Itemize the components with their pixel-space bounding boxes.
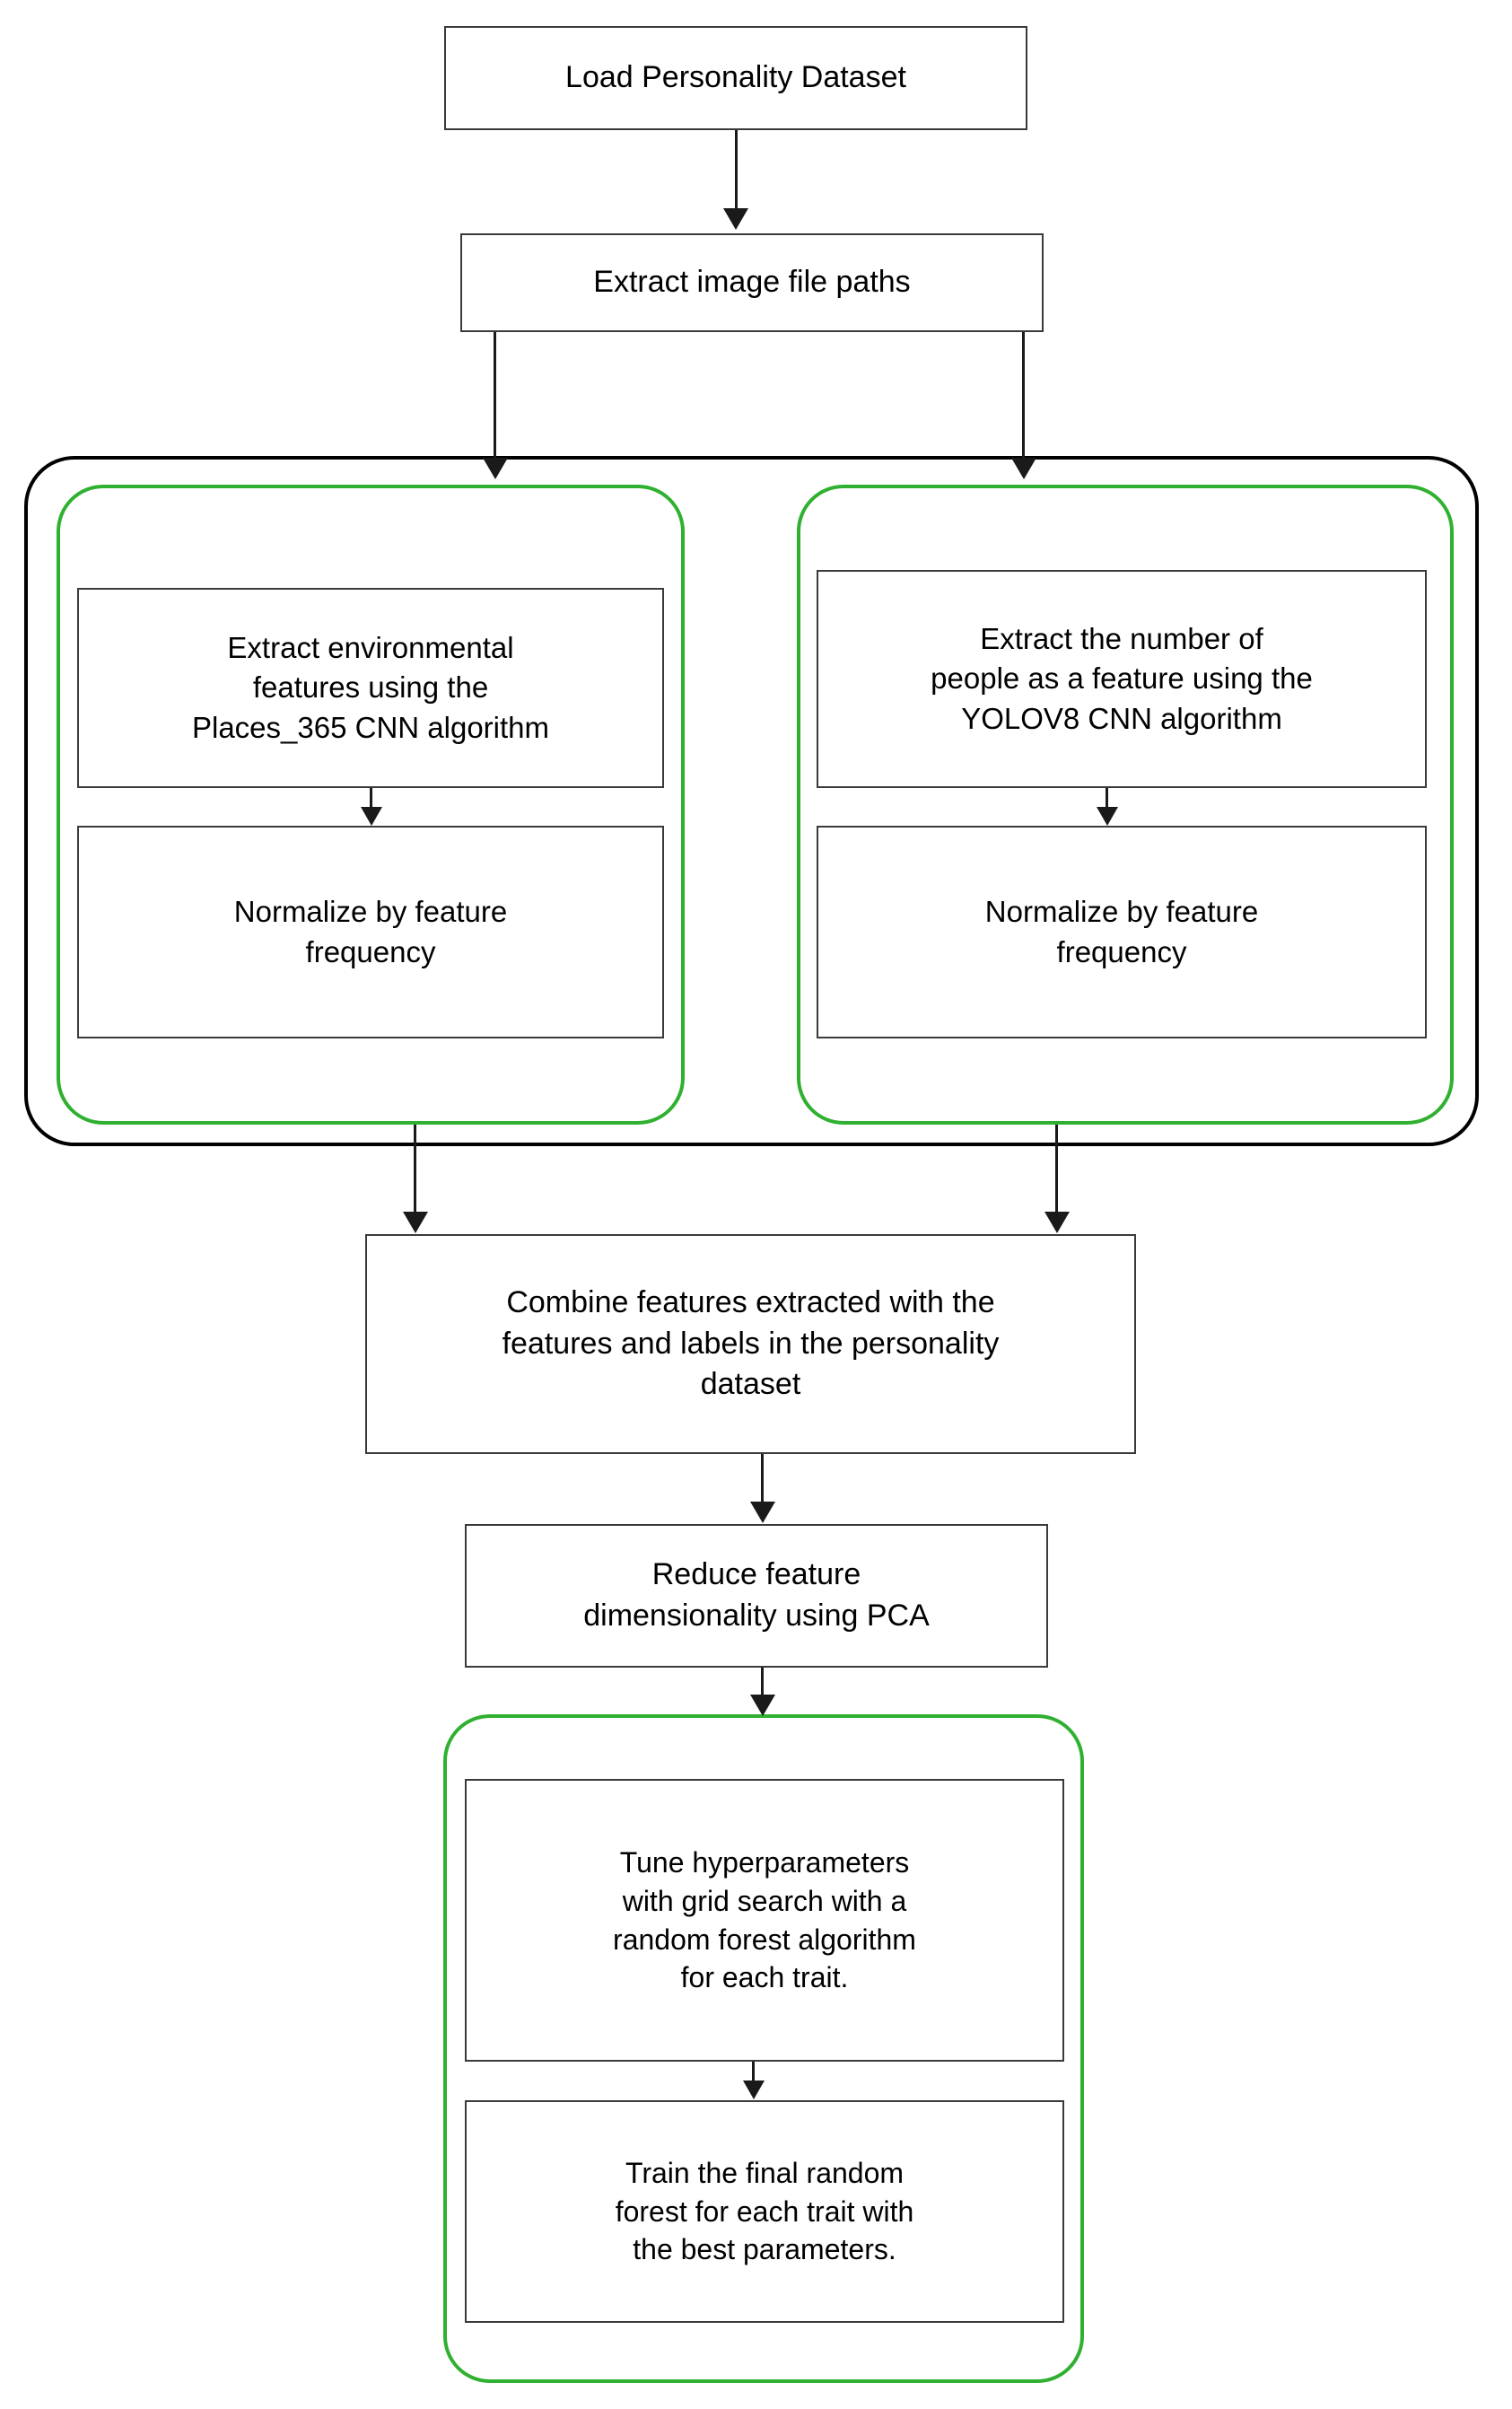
connector-right-inner-line [1106, 788, 1108, 810]
node-load-personality-dataset: Load Personality Dataset [444, 26, 1027, 130]
connector-load-to-extract-arrowhead [723, 208, 748, 230]
connector-training-inner-line [752, 2062, 755, 2084]
connector-right-inner-arrowhead [1097, 807, 1118, 826]
connector-extract-to-left-line [494, 332, 496, 462]
connector-left-inner-arrowhead [361, 807, 382, 826]
node-extract-number-of-people-label: Extract the number of people as a featur… [931, 622, 1313, 735]
connector-training-inner-arrowhead [743, 2080, 765, 2099]
node-extract-image-file-paths-label: Extract image file paths [593, 265, 911, 300]
connector-load-to-extract-line [735, 130, 738, 211]
node-reduce-dimensionality-label: Reduce feature dimensionality using PCA [583, 1557, 930, 1633]
group-model-training [443, 1714, 1084, 2383]
connector-combine-to-reduce-arrowhead [750, 1502, 775, 1523]
node-combine-features: Combine features extracted with the feat… [365, 1234, 1136, 1454]
group-left-branch [57, 485, 685, 1125]
node-train-final-forest-label: Train the final random forest for each t… [615, 2156, 914, 2266]
node-extract-environmental-features-label: Extract environmental features using the… [191, 631, 549, 744]
node-tune-hyperparameters: Tune hyperparameters with grid search wi… [465, 1779, 1064, 2062]
node-reduce-dimensionality: Reduce feature dimensionality using PCA [465, 1524, 1048, 1668]
connector-left-to-combine-arrowhead [403, 1212, 428, 1233]
node-normalize-right: Normalize by feature frequency [817, 826, 1427, 1038]
connector-left-inner-line [370, 788, 372, 810]
connector-extract-to-right-line [1022, 332, 1025, 462]
node-extract-number-of-people: Extract the number of people as a featur… [817, 570, 1427, 788]
connector-reduce-to-training-line [761, 1668, 764, 1699]
node-normalize-left-label: Normalize by feature frequency [233, 895, 508, 968]
node-tune-hyperparameters-label: Tune hyperparameters with grid search wi… [613, 1845, 916, 1994]
group-feature-extraction-outer [24, 456, 1479, 1146]
connector-extract-to-left-arrowhead [483, 458, 508, 479]
connector-extract-to-right-arrowhead [1011, 458, 1036, 479]
node-train-final-forest: Train the final random forest for each t… [465, 2100, 1064, 2323]
node-normalize-right-label: Normalize by feature frequency [984, 895, 1259, 968]
connector-reduce-to-training-arrowhead [750, 1695, 775, 1716]
node-extract-environmental-features: Extract environmental features using the… [77, 588, 664, 788]
node-load-personality-dataset-label: Load Personality Dataset [565, 60, 906, 95]
connector-left-to-combine-line [414, 1125, 416, 1214]
group-right-branch [797, 485, 1454, 1125]
connector-combine-to-reduce-line [761, 1454, 764, 1504]
connector-right-to-combine-line [1055, 1125, 1058, 1214]
node-extract-image-file-paths: Extract image file paths [460, 233, 1044, 332]
node-combine-features-label: Combine features extracted with the feat… [502, 1285, 1000, 1402]
node-normalize-left: Normalize by feature frequency [77, 826, 664, 1038]
connector-right-to-combine-arrowhead [1044, 1212, 1070, 1233]
